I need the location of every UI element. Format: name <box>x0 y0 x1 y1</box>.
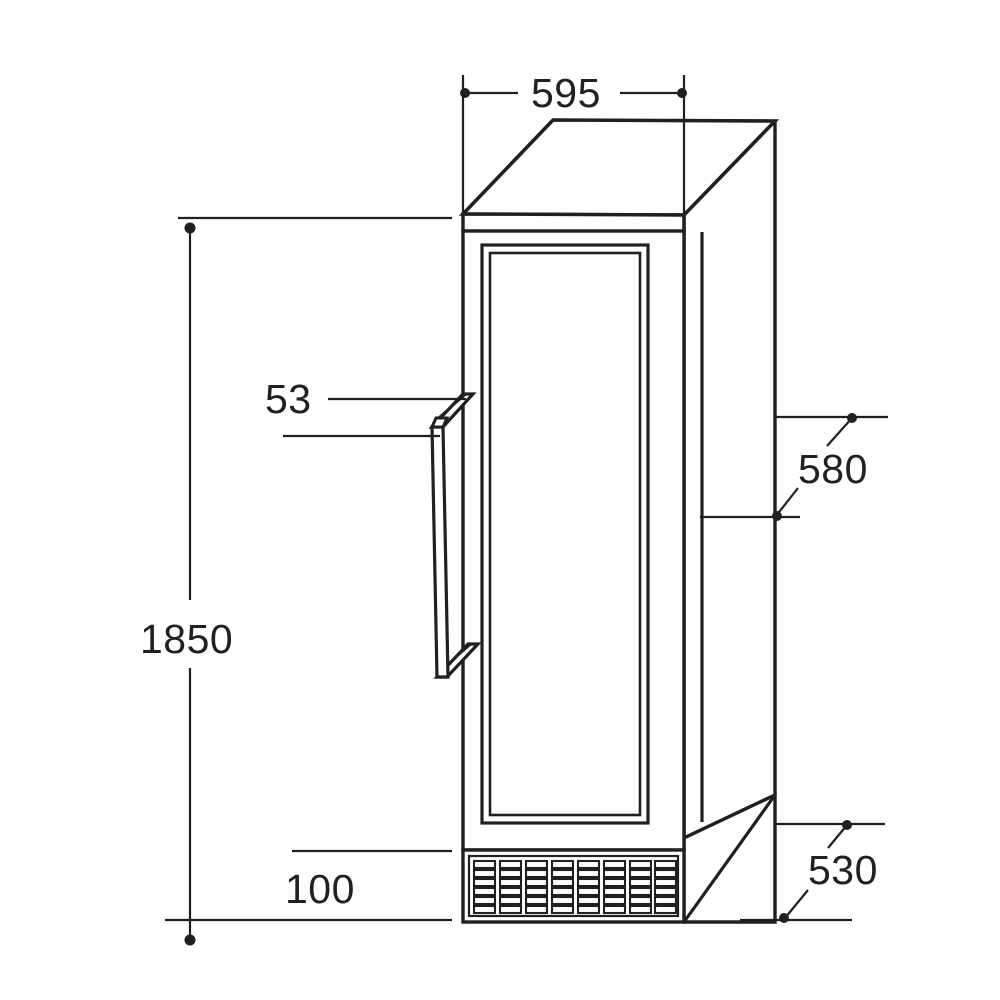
dimension-label-53: 53 <box>265 376 312 422</box>
dimension-label-530: 530 <box>808 847 878 893</box>
grille-slots <box>472 859 678 915</box>
door-glass-panel <box>480 243 650 825</box>
dimension-53 <box>283 397 466 438</box>
dimension-530 <box>740 820 885 923</box>
dimension-1850 <box>165 216 452 946</box>
dimension-580 <box>700 413 888 521</box>
dimension-595 <box>460 75 687 218</box>
dimension-label-1850: 1850 <box>140 616 233 662</box>
cabinet-right-side-panel <box>682 120 777 841</box>
vertical-bar-handle <box>428 392 482 679</box>
dimension-label-595: 595 <box>531 70 601 116</box>
dimension-label-580: 580 <box>798 446 868 492</box>
ventilation-grille <box>461 848 686 924</box>
dimension-label-100: 100 <box>285 866 355 912</box>
